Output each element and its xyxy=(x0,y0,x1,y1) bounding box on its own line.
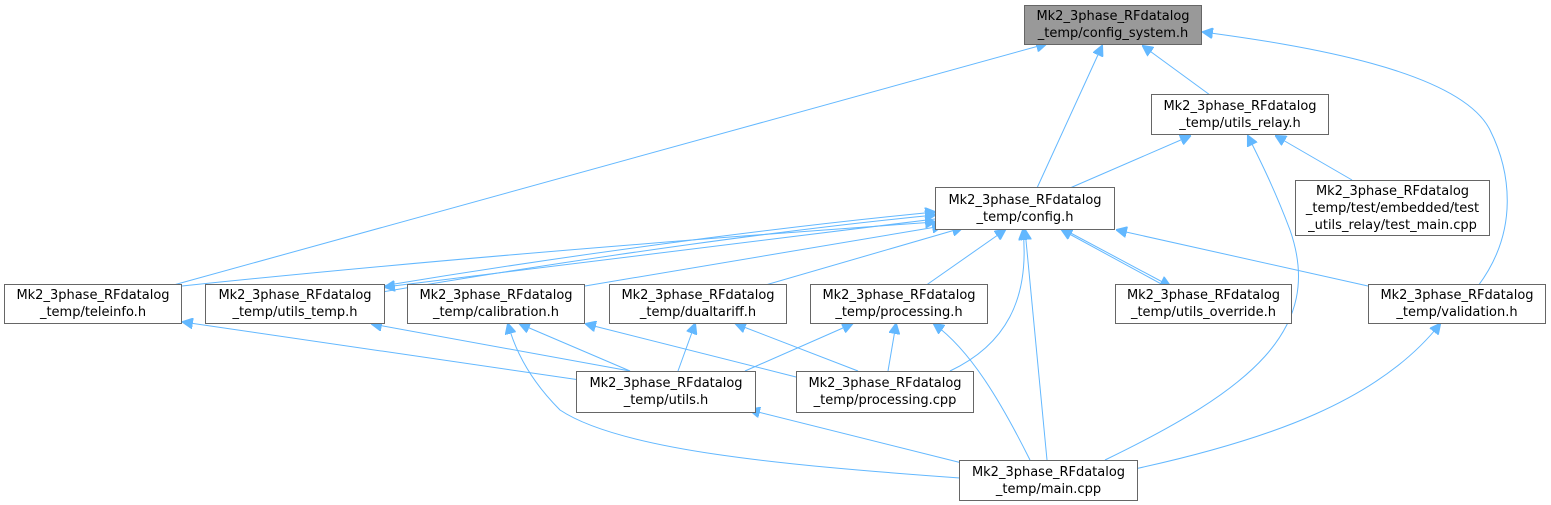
node-dualtariff[interactable]: Mk2_3phase_RFdatalog _temp/dualtariff.h xyxy=(609,284,787,324)
node-processing-cpp-line2: _temp/processing.cpp xyxy=(813,393,957,408)
node-dualtariff-line2: _temp/dualtariff.h xyxy=(639,305,757,320)
node-utils-relay-line2: _temp/utils_relay.h xyxy=(1179,115,1301,131)
edge-main-to-calibration xyxy=(508,324,961,479)
node-calibration-line2: _temp/calibration.h xyxy=(432,305,560,320)
node-utils-relay[interactable]: Mk2_3phase_RFdatalog _temp/utils_relay.h xyxy=(1151,94,1329,135)
node-utils-h[interactable]: Mk2_3phase_RFdatalog _temp/utils.h xyxy=(576,371,756,413)
edge-test-main-to-utils-relay xyxy=(1276,136,1353,181)
node-processing-h-line2: _temp/processing.h xyxy=(835,305,963,320)
node-utils-h-line2: _temp/utils.h xyxy=(623,393,709,408)
edge-validation-to-config xyxy=(1117,230,1369,287)
edge-utils-override-to-config-a xyxy=(1062,230,1166,287)
node-test-main-line3: _utils_relay/test_main.cpp xyxy=(1308,217,1477,233)
edge-teleinfo-to-config-system xyxy=(169,44,1046,287)
edge-processing-h-to-config xyxy=(924,230,1005,287)
edge-config-to-utils-temp xyxy=(385,218,936,287)
node-config-system-line2: _temp/config_system.h xyxy=(1037,26,1189,41)
node-main-cpp-line2: _temp/main.cpp xyxy=(995,481,1102,497)
node-main-cpp[interactable]: Mk2_3phase_RFdatalog _temp/main.cpp xyxy=(959,460,1138,501)
node-utils-h-line1: Mk2_3phase_RFdatalog xyxy=(589,376,743,391)
node-teleinfo[interactable]: Mk2_3phase_RFdatalog _temp/teleinfo.h xyxy=(4,284,182,324)
node-processing-cpp[interactable]: Mk2_3phase_RFdatalog _temp/processing.cp… xyxy=(796,371,974,413)
edge-utils-h-to-calibration xyxy=(520,324,631,372)
node-config-line1: Mk2_3phase_RFdatalog xyxy=(948,192,1102,208)
edge-utils-h-to-dualtariff xyxy=(677,324,695,372)
node-validation-line2: _temp/validation.h xyxy=(1396,305,1518,320)
edge-utils-override-to-config-b xyxy=(1064,229,1170,286)
edge-utils-h-to-teleinfo xyxy=(183,322,581,381)
edge-utils-temp-to-config-b xyxy=(381,212,935,287)
edge-main-to-validation xyxy=(1129,324,1440,471)
edge-calibration-to-config xyxy=(584,226,942,287)
node-config[interactable]: Mk2_3phase_RFdatalog _temp/config.h xyxy=(935,187,1115,230)
node-utils-temp-line1: Mk2_3phase_RFdatalog xyxy=(218,288,372,303)
node-teleinfo-line2: _temp/teleinfo.h xyxy=(39,305,147,320)
node-main-cpp-line1: Mk2_3phase_RFdatalog xyxy=(971,464,1126,480)
edge-validation-to-config-system xyxy=(1203,32,1508,287)
edge-teleinfo-to-config xyxy=(181,222,935,287)
node-calibration[interactable]: Mk2_3phase_RFdatalog _temp/calibration.h xyxy=(407,284,585,324)
edge-config-to-config-system xyxy=(1036,46,1102,189)
node-test-main-line1: Mk2_3phase_RFdatalog xyxy=(1315,183,1470,199)
node-config-line2: _temp/config.h xyxy=(976,209,1074,225)
edge-dualtariff-to-config xyxy=(761,228,962,287)
edge-processing-cpp-to-processing-h xyxy=(887,324,896,372)
node-processing-h[interactable]: Mk2_3phase_RFdatalog _temp/processing.h xyxy=(810,284,988,324)
node-validation[interactable]: Mk2_3phase_RFdatalog _temp/validation.h xyxy=(1368,284,1546,324)
node-config-system-line1: Mk2_3phase_RFdatalog xyxy=(1036,9,1190,24)
node-utils-override-line2: _temp/utils_override.h xyxy=(1130,305,1277,320)
node-config-system[interactable]: Mk2_3phase_RFdatalog _temp/config_system… xyxy=(1024,5,1202,45)
node-test-main-line2: _temp/test/embedded/test xyxy=(1305,200,1480,216)
edge-utils-temp-to-config-a xyxy=(381,215,935,293)
node-utils-temp[interactable]: Mk2_3phase_RFdatalog _temp/utils_temp.h xyxy=(205,284,385,324)
node-dualtariff-line1: Mk2_3phase_RFdatalog xyxy=(621,288,775,303)
node-validation-line1: Mk2_3phase_RFdatalog xyxy=(1380,288,1534,303)
edge-utils-h-to-utils-temp xyxy=(372,324,631,372)
edge-processing-cpp-to-config xyxy=(949,230,1024,372)
edge-utils-h-to-processing-h xyxy=(744,324,852,372)
edge-main-to-config xyxy=(1025,230,1048,461)
node-utils-temp-line2: _temp/utils_temp.h xyxy=(232,305,358,320)
edge-main-to-utils-relay xyxy=(1104,136,1299,461)
node-calibration-line1: Mk2_3phase_RFdatalog xyxy=(419,288,573,303)
node-utils-relay-line1: Mk2_3phase_RFdatalog xyxy=(1163,98,1317,114)
node-teleinfo-line1: Mk2_3phase_RFdatalog xyxy=(16,288,170,303)
edge-config-to-utils-relay xyxy=(1069,136,1190,189)
node-test-main[interactable]: Mk2_3phase_RFdatalog _temp/test/embedded… xyxy=(1295,180,1490,236)
edge-utils-relay-to-config-system xyxy=(1143,46,1211,96)
edge-main-to-utils-h xyxy=(750,410,963,464)
edge-processing-cpp-to-calibration xyxy=(586,324,801,379)
node-processing-cpp-line1: Mk2_3phase_RFdatalog xyxy=(808,376,962,391)
edge-processing-cpp-to-dualtariff xyxy=(736,324,859,372)
node-processing-h-line1: Mk2_3phase_RFdatalog xyxy=(822,288,976,303)
edge-main-to-processing-h xyxy=(934,324,1031,461)
node-utils-override-line1: Mk2_3phase_RFdatalog xyxy=(1126,288,1281,303)
node-utils-override[interactable]: Mk2_3phase_RFdatalog _temp/utils_overrid… xyxy=(1115,284,1292,324)
